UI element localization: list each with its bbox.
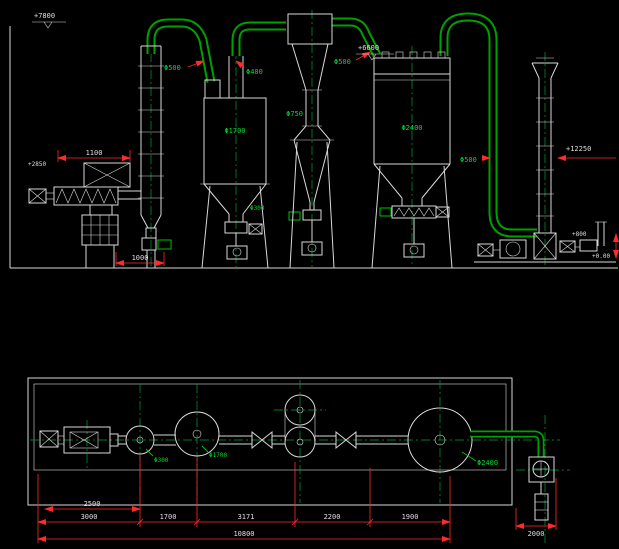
dim-1900: 1900 — [402, 513, 419, 521]
cyclone-plan — [174, 411, 252, 457]
dim-3171: 3171 — [238, 513, 255, 521]
elevation-mark-6600: +6600 — [358, 44, 379, 52]
label-phi500-duct-c: Φ500 — [460, 156, 477, 164]
dim-1000: 1000 — [132, 254, 149, 262]
label-phi300-discharge: Φ300 — [250, 205, 265, 212]
cyclone-separator — [200, 56, 270, 269]
duct-column-to-cyclone — [146, 18, 216, 83]
feed-system-plan — [39, 426, 126, 454]
elevation-mark-0: +0.00 — [592, 253, 610, 260]
exhaust-stack — [530, 57, 560, 263]
label-leaders-plan — [145, 445, 477, 462]
dim-1700: 1700 — [160, 513, 177, 521]
exhaust-fan — [474, 239, 532, 263]
plan-view: Φ300 Φ1700 Φ2400 2500 3000 1700 3171 220… — [27, 377, 570, 545]
dimensions-plan — [37, 456, 557, 543]
dust-collector-plan — [407, 407, 473, 473]
valve-plan-2 — [335, 430, 408, 450]
duct-to-fan — [439, 12, 537, 238]
duct-cyclone-to-separator — [231, 17, 381, 58]
annotations-elevation: +7800 +2850 1100 1000 Φ500 Φ400 Φ1700 Φ3… — [28, 12, 610, 262]
rotary-valve-plan — [125, 425, 176, 455]
dimensions-elevation — [57, 51, 619, 266]
dim-1100: 1100 — [86, 149, 103, 157]
label-phi500-duct-b: Φ500 — [334, 58, 351, 66]
label-phi500-duct-a: Φ500 — [164, 64, 181, 72]
annotations-plan: Φ300 Φ1700 Φ2400 2500 3000 1700 3171 220… — [81, 452, 545, 538]
datum-mark-7800 — [32, 21, 66, 29]
centerlines-elevation — [150, 10, 546, 268]
label-phi2400-bagfilter: Φ2400 — [401, 124, 422, 132]
bag-filter — [371, 51, 453, 269]
label-phi750-throat: Φ750 — [286, 110, 303, 118]
elevation-mark-800: +800 — [572, 231, 587, 238]
duct-plan — [470, 430, 545, 457]
feed-blower — [556, 221, 616, 263]
secondary-separator — [287, 13, 335, 269]
stack-plan — [528, 456, 555, 521]
ground-line — [9, 26, 618, 269]
elevation-mark-12250: +12250 — [566, 145, 591, 153]
feed-system — [28, 162, 141, 268]
drying-column — [138, 45, 172, 268]
label-phi300-plan: Φ300 — [154, 457, 169, 464]
valve-plan-1 — [251, 430, 285, 450]
label-phi1700-cyclone: Φ1700 — [224, 127, 245, 135]
dim-2200: 2200 — [324, 513, 341, 521]
dim-3000: 3000 — [81, 513, 98, 521]
elevation-mark-7800: +7800 — [34, 12, 55, 20]
plan-border — [27, 377, 513, 506]
elevation-mark-2850: +2850 — [28, 161, 46, 168]
dim-10800: 10800 — [233, 530, 254, 538]
separator-plan — [284, 394, 336, 458]
dim-2500: 2500 — [84, 500, 101, 508]
label-phi400-outlet: Φ400 — [246, 68, 263, 76]
label-phi1700-plan: Φ1700 — [209, 452, 227, 459]
label-phi2400-plan: Φ2400 — [477, 459, 498, 467]
elevation-view: +7800 +2850 1100 1000 Φ500 Φ400 Φ1700 Φ3… — [9, 10, 619, 269]
dim-2000: 2000 — [528, 530, 545, 538]
